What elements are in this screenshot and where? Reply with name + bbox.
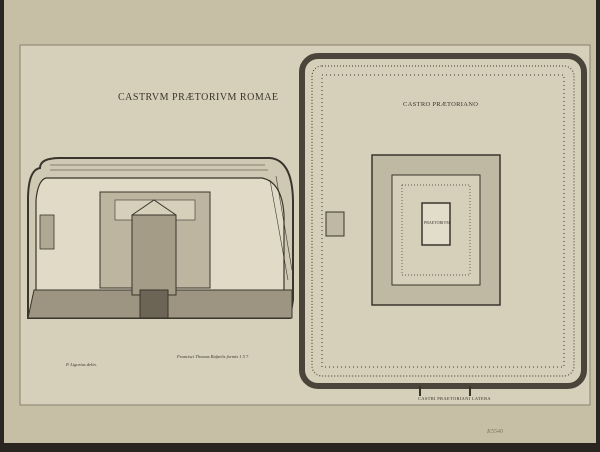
castrum-perspective-view: [27, 157, 294, 319]
imprint-text: Francisci Thomas Rafaelis formis 1 5 7: [177, 354, 249, 359]
signature-text: P. Ligorius delin.: [66, 362, 97, 367]
left-title: CASTRVM PRÆTORIVM ROMAE: [118, 92, 279, 103]
center-label: PRAETORIVM: [424, 220, 450, 225]
margin-note: K5540: [487, 429, 504, 435]
castro-plan: [299, 53, 587, 396]
right-title: CASTRO PRÆTORIANO: [403, 101, 479, 108]
bottom-caption: CASTRI PRAETORIANI LATERA: [418, 396, 491, 401]
